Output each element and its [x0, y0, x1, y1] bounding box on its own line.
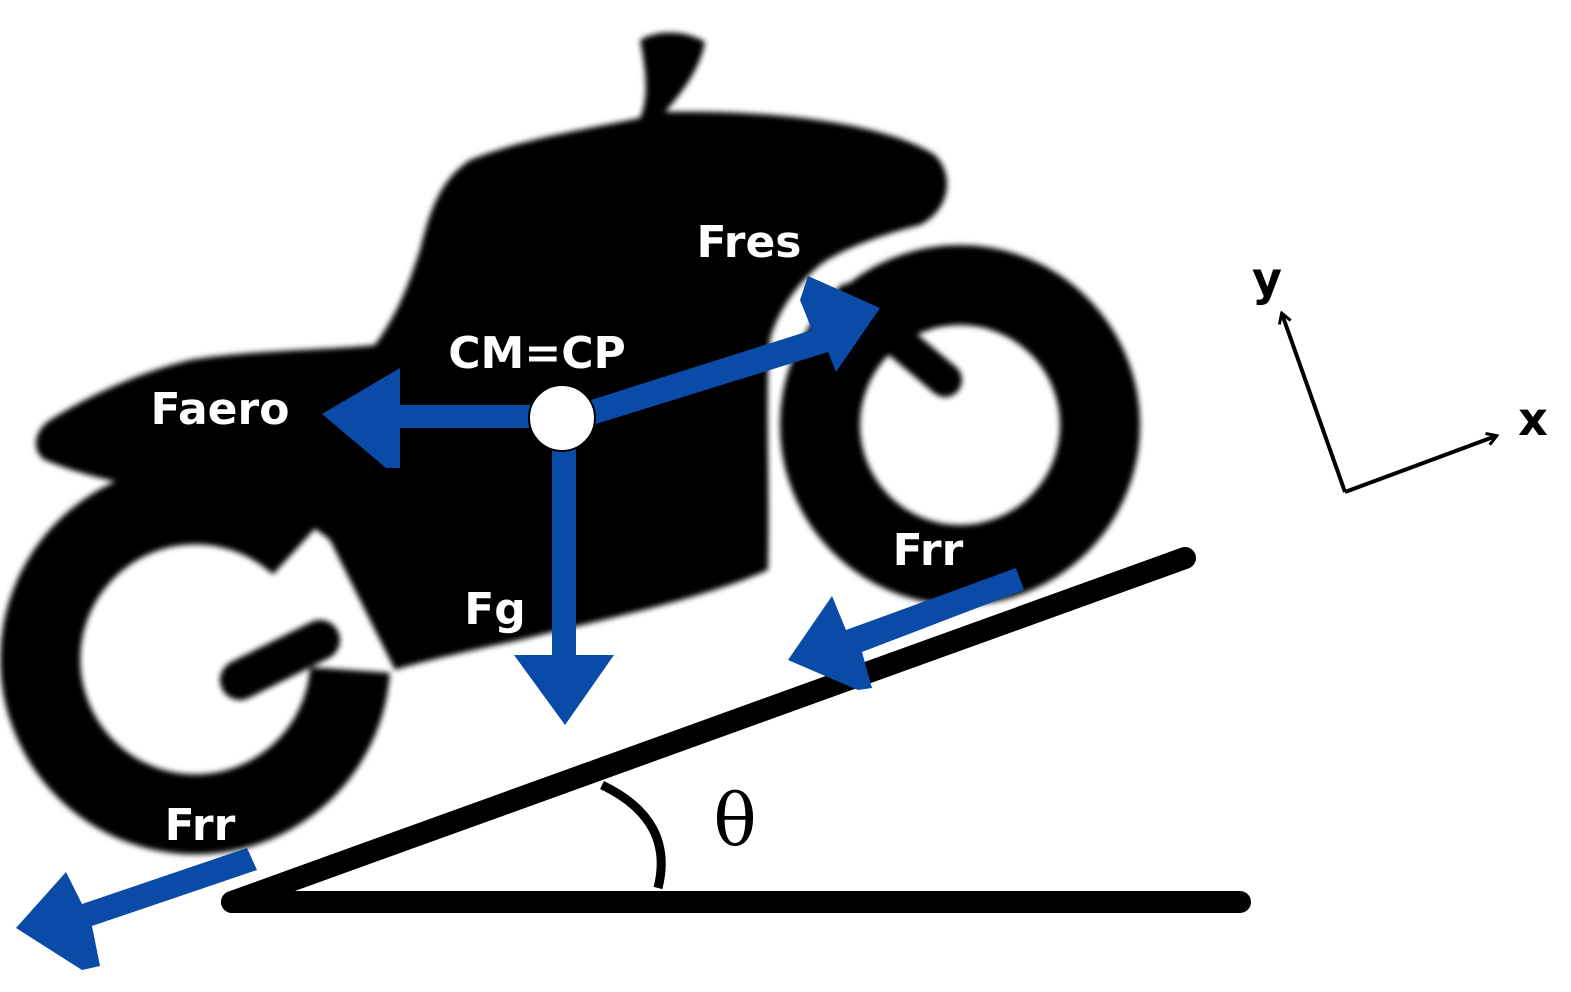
- label-cm-cp: CM=CP: [448, 328, 625, 379]
- f-aero-arrow: [322, 368, 560, 468]
- f-rr-front-arrow: [788, 568, 1024, 690]
- f-res-arrow: [575, 276, 880, 428]
- label-axis-x: x: [1518, 392, 1548, 446]
- label-f-res: Fres: [697, 217, 802, 268]
- rear-wheel: [0, 464, 390, 855]
- label-f-rr-rear: Frr: [165, 800, 236, 851]
- axis-x-line: [1344, 436, 1496, 494]
- theta-arc: [600, 780, 666, 890]
- coordinate-axes: [1282, 314, 1496, 494]
- f-rr-rear-arrow: [16, 848, 257, 970]
- motorcycle-silhouette-icon: [0, 32, 1140, 855]
- f-g-arrow: [514, 445, 614, 725]
- axis-y-line: [1282, 314, 1347, 493]
- label-theta: θ: [713, 778, 756, 862]
- center-point-circle-icon: [528, 384, 596, 452]
- motorcycle-body: [35, 32, 948, 671]
- front-wheel: [780, 245, 1140, 605]
- label-f-g: Fg: [464, 584, 526, 635]
- label-f-rr-front: Frr: [893, 525, 964, 576]
- label-f-aero: Faero: [151, 384, 290, 435]
- rear-swingarm: [220, 620, 340, 700]
- force-arrows: [16, 276, 1024, 970]
- incline-line: [221, 547, 1196, 913]
- label-axis-y: y: [1252, 252, 1282, 306]
